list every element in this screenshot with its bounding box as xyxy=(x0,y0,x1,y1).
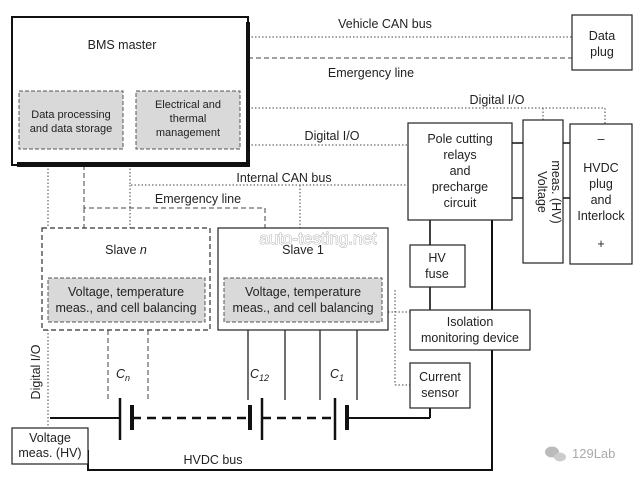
data-processing-box xyxy=(18,90,124,150)
pole-cutting-line-1: Pole cutting xyxy=(427,132,492,146)
slave-n-block: Slave n Voltage, temperature meas., and … xyxy=(41,227,211,331)
slave-n-function-line-1: Voltage, temperature xyxy=(68,285,184,299)
pole-cutting-line-2: relays xyxy=(443,148,476,162)
bms-master-title: BMS master xyxy=(88,38,157,52)
hv-fuse-line-2: fuse xyxy=(425,267,449,281)
pole-cutting-line-3: and xyxy=(450,164,471,178)
pole-cutting-line-4: precharge xyxy=(432,180,488,194)
voltage-meas-vertical-block: Voltage meas. (HV) xyxy=(522,119,564,264)
internal-can-bus-label: Internal CAN bus xyxy=(236,171,331,185)
voltage-meas-left-line-1: Voltage xyxy=(29,431,71,445)
voltage-meas-vertical-line-1: Voltage xyxy=(535,171,549,213)
hvdc-plug-line-4: Interlock xyxy=(577,209,625,223)
current-sensor-block: Current sensor xyxy=(409,362,471,409)
voltage-meas-left-block: Voltage meas. (HV) xyxy=(11,427,89,465)
slave-1-function-line-1: Voltage, temperature xyxy=(245,285,361,299)
slave-1-function-line-2: meas., and cell balancing xyxy=(232,301,373,315)
isolation-line-2: monitoring device xyxy=(421,331,519,345)
hvdc-plug-block: – HVDC plug and Interlock + xyxy=(569,123,633,265)
electrical-thermal-line-2: thermal xyxy=(170,113,207,125)
slave-1-block: Slave 1 Voltage, temperature meas., and … xyxy=(217,227,389,331)
emergency-line-mid-label: Emergency line xyxy=(155,192,241,206)
slave-n-function-line-2: meas., and cell balancing xyxy=(55,301,196,315)
digital-io-top-line xyxy=(248,107,606,124)
hvdc-minus-sign: – xyxy=(598,132,605,146)
emergency-line-top-label: Emergency line xyxy=(328,66,414,80)
pole-cutting-line-5: circuit xyxy=(444,196,477,210)
bms-master-block: BMS master Data processing and data stor… xyxy=(11,16,250,167)
lab-watermark: 129Lab xyxy=(545,446,615,462)
data-processing-line-2: and data storage xyxy=(30,123,113,135)
wechat-icon xyxy=(545,446,566,462)
battery-cells xyxy=(106,398,358,440)
emergency-line-mid xyxy=(83,165,266,228)
hv-fuse-block: HV fuse xyxy=(409,244,466,288)
slave-n-function-box xyxy=(47,277,206,323)
current-sensor-line-1: Current xyxy=(419,370,461,384)
electrical-thermal-box xyxy=(135,90,241,150)
hvdc-plug-line-1: HVDC xyxy=(583,161,618,175)
slave-1-function-box xyxy=(223,277,383,323)
voltage-meas-vertical-line-2: meas. (HV) xyxy=(549,160,563,223)
cell-1-label: C1 xyxy=(330,367,344,383)
hvdc-plus-sign: + xyxy=(597,237,604,251)
digital-io-mid-label: Digital I/O xyxy=(305,129,360,143)
cell-12-label: C12 xyxy=(250,367,269,383)
hvdc-plug-line-2: plug xyxy=(589,177,613,191)
data-plug-block: Data plug xyxy=(571,14,633,71)
hvdc-plug-line-3: and xyxy=(591,193,612,207)
isolation-monitoring-block: Isolation monitoring device xyxy=(409,309,531,351)
data-plug-line-2: plug xyxy=(590,45,614,59)
voltage-meas-left-line-2: meas. (HV) xyxy=(18,446,81,460)
lab-watermark-text: 129Lab xyxy=(572,446,615,461)
digital-io-top-label: Digital I/O xyxy=(470,93,525,107)
hv-fuse-line-1: HV xyxy=(428,251,446,265)
cell-n-label: Cn xyxy=(116,367,130,383)
vehicle-can-bus-label: Vehicle CAN bus xyxy=(338,17,432,31)
digital-io-left-label: Digital I/O xyxy=(29,344,43,399)
data-processing-line-1: Data processing xyxy=(31,109,111,121)
pole-cutting-block: Pole cutting relays and precharge circui… xyxy=(407,122,513,221)
data-plug-line-1: Data xyxy=(589,29,615,43)
current-sensor-line-2: sensor xyxy=(421,386,459,400)
slave-n-title: Slave n xyxy=(105,243,147,257)
slave-1-title: Slave 1 xyxy=(282,243,324,257)
electrical-thermal-line-1: Electrical and xyxy=(155,99,221,111)
hvdc-bus-label: HVDC bus xyxy=(183,453,242,467)
site-watermark: auto-testing.net xyxy=(259,229,376,248)
electrical-thermal-line-3: management xyxy=(156,127,220,139)
isolation-line-1: Isolation xyxy=(447,315,494,329)
